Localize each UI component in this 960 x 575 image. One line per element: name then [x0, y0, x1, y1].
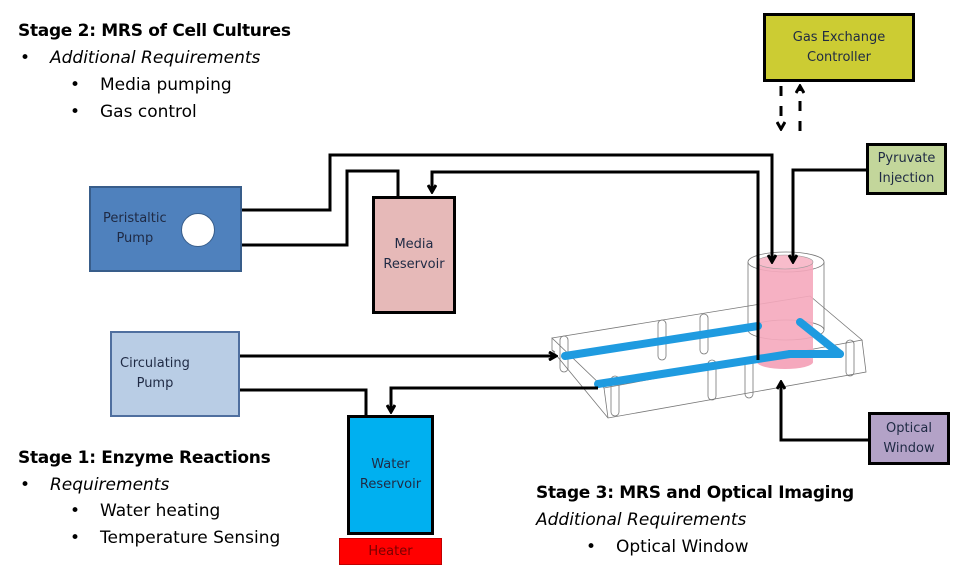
circulating-label: Circulating: [120, 356, 190, 371]
controller-label: Controller: [807, 49, 871, 65]
connection-lines: [196, 153, 868, 442]
media-outflow-line: [196, 153, 772, 262]
stage3-subheading: Additional Requirements: [536, 510, 747, 530]
bullet: •: [70, 528, 81, 548]
window-label: Window: [883, 440, 935, 456]
bullet: •: [586, 537, 597, 557]
stage2-item: • Gas control: [70, 102, 197, 122]
chamber-top-face: [551, 295, 863, 389]
bullet: •: [20, 475, 31, 495]
pyruvate-label: Pyruvate: [877, 151, 936, 166]
stage2-title: Stage 2: MRS of Cell Cultures: [18, 21, 291, 41]
stage2-subheading-text: Additional Requirements: [50, 48, 261, 68]
water-return-line: [391, 386, 598, 412]
media-return-line: [432, 170, 760, 360]
stage3-title: Stage 3: MRS and Optical Imaging: [536, 483, 854, 503]
stage2-subheading: • Additional Requirements: [20, 48, 260, 68]
pump-label: Pump: [136, 376, 174, 391]
gas-exchange-label: Gas Exchange: [792, 29, 886, 45]
pyruvate-line: [793, 168, 866, 262]
stage3-item-text: Optical Window: [616, 537, 749, 557]
stage2-item-text: Media pumping: [100, 75, 232, 95]
optical-label: Optical: [886, 420, 932, 436]
optical-line: [781, 382, 868, 442]
stage3-item: • Optical Window: [586, 537, 748, 557]
bullet: •: [70, 102, 81, 122]
stage1-item: • Temperature Sensing: [70, 528, 280, 548]
water-label: Water: [371, 457, 410, 472]
stage2-item: • Media pumping: [70, 75, 232, 95]
reservoir-label: Reservoir: [359, 477, 422, 492]
stage1-title: Stage 1: Enzyme Reactions: [18, 448, 271, 468]
gas-exchange-arrows: [781, 86, 800, 131]
stage1-item-text: Water heating: [100, 501, 221, 521]
stage1-subheading-text: Requirements: [50, 475, 170, 495]
bullet: •: [70, 501, 81, 521]
stage1-subheading: • Requirements: [20, 475, 169, 495]
pump-label: Pump: [116, 231, 154, 246]
media-to-pump-line: [196, 169, 400, 245]
stage1-item: • Water heating: [70, 501, 220, 521]
peristaltic-label: Peristaltic: [103, 211, 167, 226]
injection-label: Injection: [878, 171, 935, 186]
stage2-item-text: Gas control: [100, 102, 197, 122]
media-label: Media: [394, 237, 434, 252]
reservoir-label: Reservoir: [383, 257, 445, 272]
pump-rotor-icon: [181, 213, 215, 247]
stage1-item-text: Temperature Sensing: [100, 528, 281, 548]
bullet: •: [20, 48, 31, 68]
heater-label: Heater: [368, 543, 413, 559]
bullet: •: [70, 75, 81, 95]
heater-box: Heater: [339, 538, 442, 565]
